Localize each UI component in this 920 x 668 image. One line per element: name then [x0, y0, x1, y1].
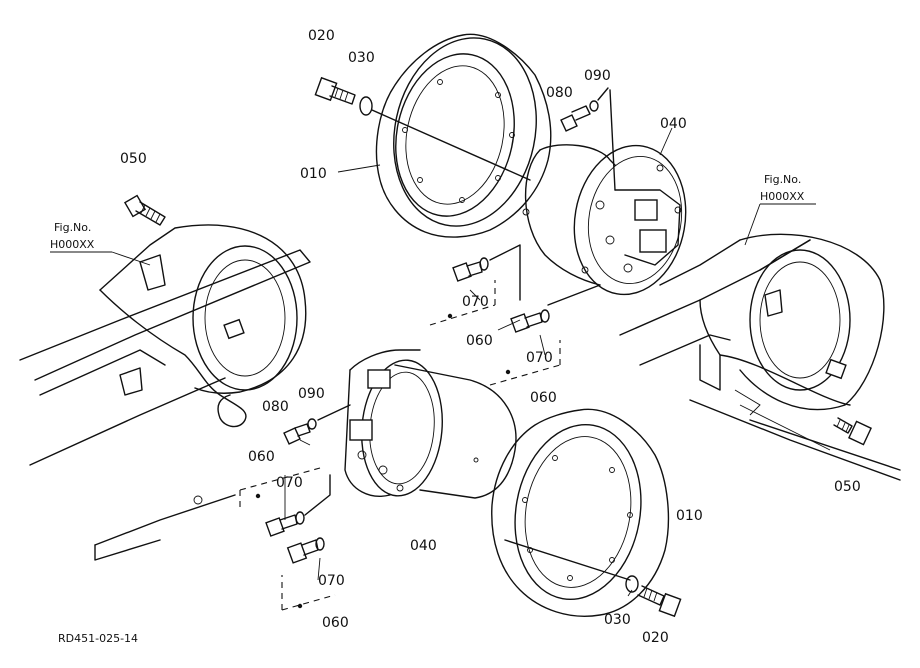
label-060-a: 060: [466, 333, 493, 349]
fig-ref-left-line1: Fig.No.: [54, 221, 91, 234]
bolt-020-bottom: [504, 539, 682, 618]
bolt-020-top: [314, 76, 531, 181]
label-040-bottom: 040: [410, 538, 437, 554]
left-track-frame: [19, 194, 311, 561]
label-050-left: 050: [120, 151, 147, 167]
right-track-frame: [619, 233, 901, 481]
label-030-bottom: 030: [604, 612, 631, 628]
label-090-bottom: 090: [298, 386, 325, 402]
label-030-top: 030: [348, 50, 375, 66]
fig-ref-right-line1: Fig.No.: [764, 173, 801, 186]
label-060-d: 060: [322, 615, 349, 631]
label-070-d: 070: [318, 573, 345, 589]
label-060-c: 060: [248, 449, 275, 465]
label-070-b: 070: [526, 350, 553, 366]
plug-080-top: [560, 87, 616, 191]
sprocket-bottom: [491, 408, 670, 617]
label-080-top: 080: [546, 85, 573, 101]
fitting-group-a: [429, 244, 521, 326]
fitting-group-d: [281, 537, 336, 611]
label-020-bottom: 020: [642, 630, 669, 646]
label-010-top: 010: [300, 166, 327, 182]
sprocket-top: [375, 33, 552, 238]
fig-ref-right-line2: H000XX: [760, 190, 805, 203]
leader-lines: [284, 127, 673, 597]
label-010-bottom: 010: [676, 508, 703, 524]
fitting-group-b: [489, 284, 601, 386]
label-090-top: 090: [584, 68, 611, 84]
bolt-050-right: [833, 417, 872, 446]
drawing-code: RD451-025-14: [58, 632, 138, 645]
label-040-top: 040: [660, 116, 687, 132]
label-070-a: 070: [462, 294, 489, 310]
plug-080-bottom: [283, 404, 351, 445]
fig-ref-right: Fig.No. H000XX: [744, 173, 816, 246]
travel-motor-bottom: [344, 349, 517, 499]
fig-ref-left-line2: H000XX: [50, 238, 95, 251]
fig-ref-left: Fig.No. H000XX: [50, 221, 151, 266]
bolt-050-left: [123, 194, 166, 226]
part-labels: 020 030 080 090 040 050 010 070 060 070 …: [120, 28, 861, 646]
label-060-b: 060: [530, 390, 557, 406]
fitting-group-c: [239, 467, 331, 537]
label-080-bottom: 080: [262, 399, 289, 415]
travel-motor-top: [522, 144, 687, 296]
label-050-right: 050: [834, 479, 861, 495]
label-020-top: 020: [308, 28, 335, 44]
label-070-c: 070: [276, 475, 303, 491]
